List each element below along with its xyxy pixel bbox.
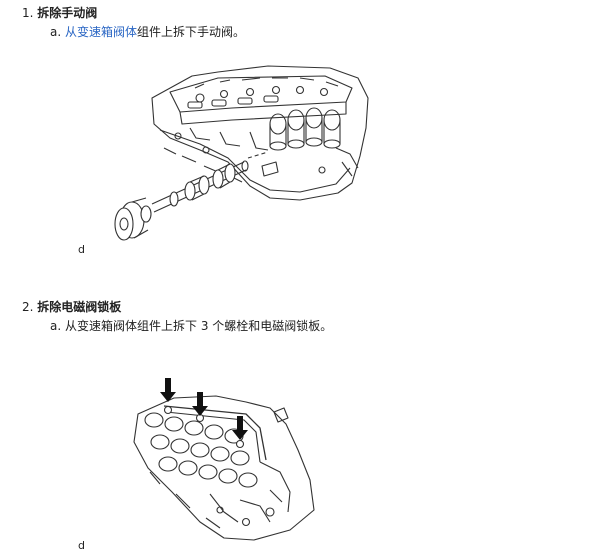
arrow-down-icon xyxy=(192,392,208,416)
step-1-sub-text: 组件上拆下手动阀。 xyxy=(137,25,246,39)
arrow-down-icon xyxy=(232,416,248,440)
figure-1-label: d xyxy=(78,243,85,256)
step-2-instruction: a. 从变速箱阀体组件上拆下 3 个螺栓和电磁阀锁板。 xyxy=(50,319,332,333)
step-1-sub-prefix: a. xyxy=(50,25,62,39)
valve-body-link[interactable]: 从变速箱阀体 xyxy=(65,25,138,39)
step-1-instruction: a. 从变速箱阀体组件上拆下手动阀。 xyxy=(50,25,245,39)
step-2-sub-text: 从变速箱阀体组件上拆下 3 个螺栓和电磁阀锁板。 xyxy=(65,319,333,333)
step-1-heading: 拆除手动阀 xyxy=(37,6,98,20)
step-2-sub-prefix: a. xyxy=(50,319,62,333)
step-2-number: 2. xyxy=(22,300,34,314)
step-2-title: 2. 拆除电磁阀锁板 xyxy=(22,300,121,314)
solenoid-lock-plate-illustration xyxy=(133,378,315,541)
manual-valve-illustration xyxy=(114,65,369,241)
step-1-title: 1. 拆除手动阀 xyxy=(22,6,97,20)
step-1-number: 1. xyxy=(22,6,34,20)
step-2-heading: 拆除电磁阀锁板 xyxy=(37,300,122,314)
figure-2-label: d xyxy=(78,539,85,552)
arrow-down-icon xyxy=(160,378,176,402)
